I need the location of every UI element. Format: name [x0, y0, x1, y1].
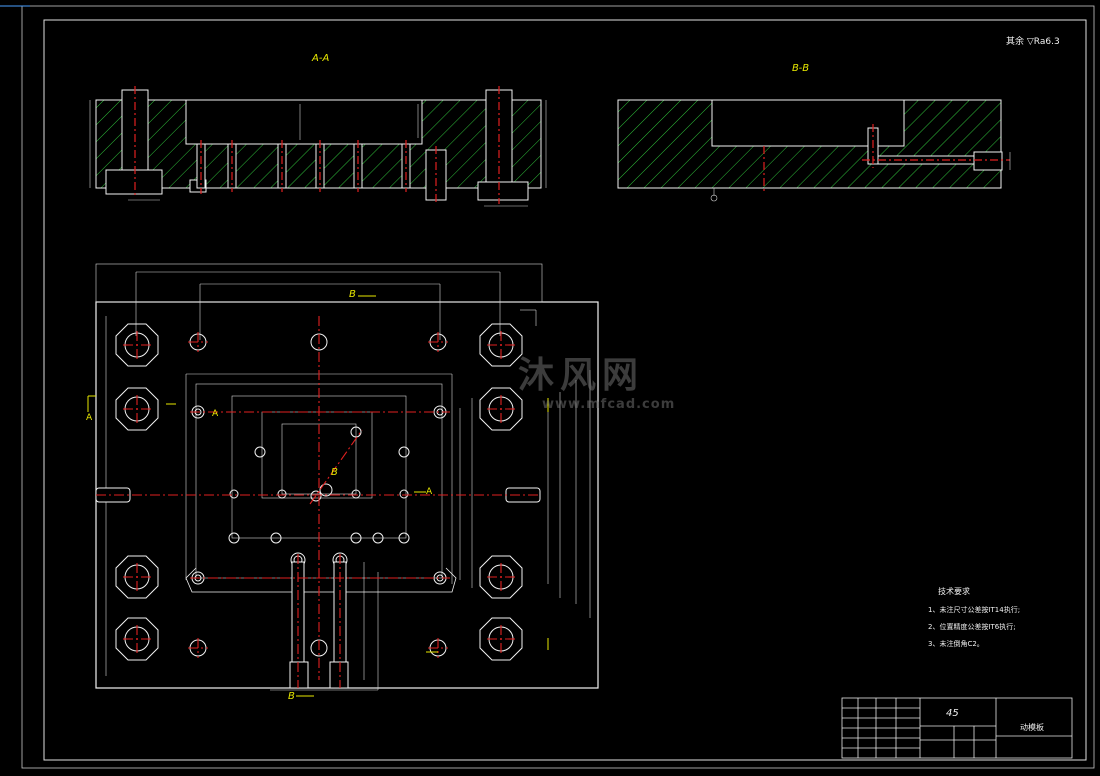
tech-req-title: 技术要求 [938, 587, 970, 596]
section-ref-b-bottom: B [288, 691, 295, 702]
section-bb-view [617, 99, 1011, 202]
watermark-brand: 沐风网 [518, 355, 645, 396]
section-aa-view [89, 86, 547, 207]
outer-frame [21, 5, 1095, 769]
section-ref-b-top: B [349, 289, 356, 300]
section-aa-label: A-A [312, 53, 330, 64]
plan-view [87, 263, 599, 697]
section-bb-label: B-B [792, 63, 810, 74]
title-block-grid [841, 697, 1073, 759]
watermark-url: www.mfcad.com [542, 397, 676, 412]
tech-req-item: 2、位置精度公差按IT6执行; [928, 623, 1016, 631]
inner-frame [43, 19, 1087, 761]
title-block-material: 45 [946, 708, 959, 719]
technical-requirements: 技术要求 1、未注尺寸公差按IT14执行; 2、位置精度公差按IT6执行; 3、… [928, 586, 1038, 656]
tech-req-item: 3、未注倒角C2。 [928, 640, 984, 648]
tech-req-item: 1、未注尺寸公差按IT14执行; [928, 606, 1021, 614]
section-ref-a-left: A [86, 413, 93, 423]
title-block-part-name: 动模板 [1020, 723, 1044, 732]
centerlines [96, 316, 540, 688]
roughness-note: 其余 ▽Ra6.3 [1006, 37, 1060, 47]
section-ref-b-center: B [331, 467, 338, 478]
section-ref-a-right: A [426, 487, 433, 497]
section-ref-a-mid: A [212, 409, 219, 419]
